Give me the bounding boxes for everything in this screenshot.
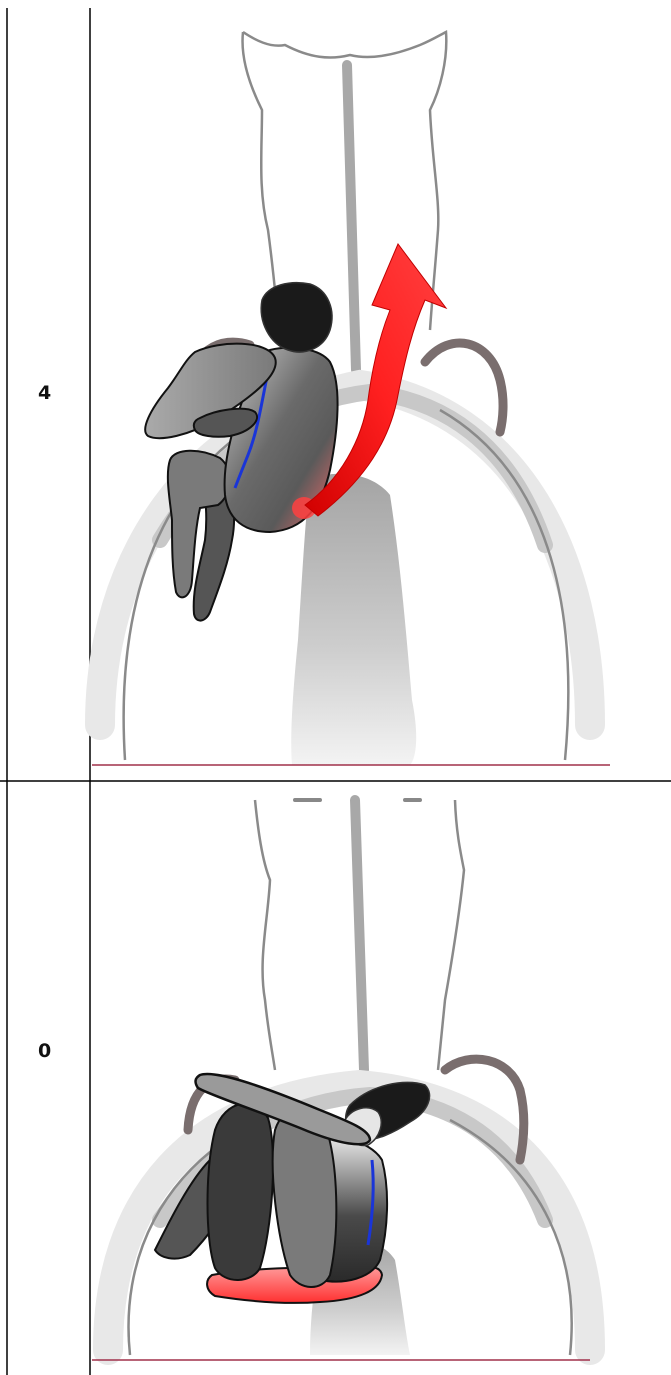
row-label-2: 0 xyxy=(38,1040,51,1062)
illustration-row-1 xyxy=(92,32,610,765)
horse-crest-line xyxy=(347,65,356,370)
row-label-1: 4 xyxy=(38,382,51,404)
illustration-row-2 xyxy=(92,800,590,1360)
rider-head xyxy=(261,283,332,352)
rider-thigh-left-2 xyxy=(208,1104,274,1280)
horse-crest-line-2 xyxy=(355,800,364,1070)
